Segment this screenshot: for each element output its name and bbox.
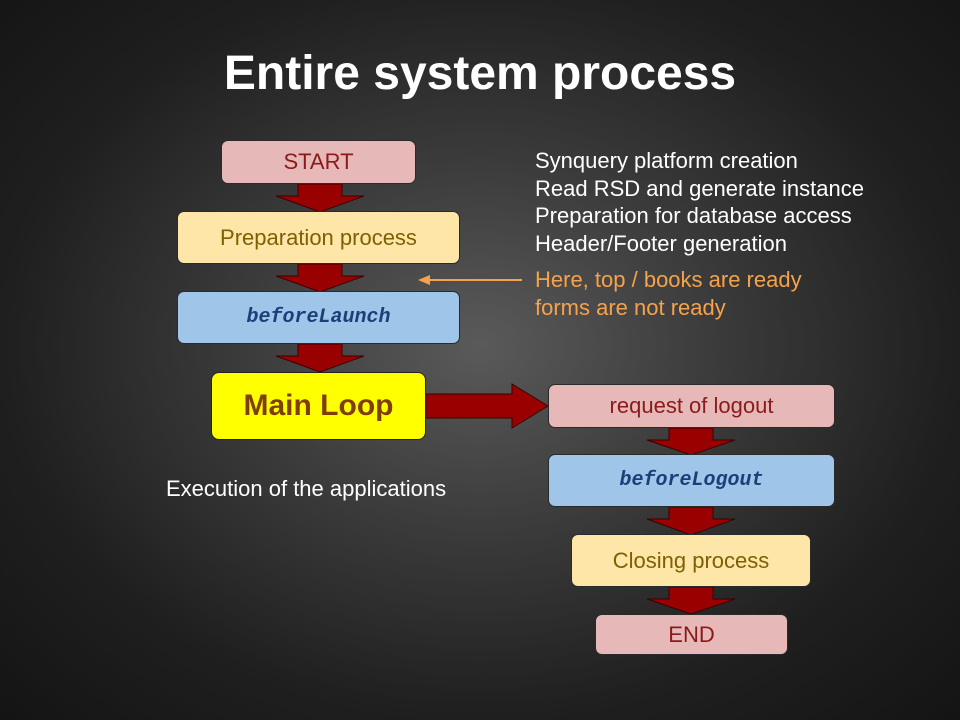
note-line: Header/Footer generation — [535, 230, 787, 256]
arrow-start-to-preparation — [275, 183, 365, 213]
main-loop-box: Main Loop — [211, 372, 426, 440]
start-box: START — [221, 140, 416, 184]
arrow-preparation-to-beforelaunch — [275, 263, 365, 293]
arrow-beforelaunch-to-mainloop — [275, 343, 365, 373]
arrow-closing-to-end — [646, 586, 736, 615]
note-line: Read RSD and generate instance — [535, 175, 864, 201]
before-logout-box: beforeLogout — [548, 454, 835, 507]
execution-note: Execution of the applications — [166, 476, 447, 501]
preparation-process-box: Preparation process — [177, 211, 460, 264]
preparation-steps-note: Synquery platform creation Read RSD and … — [535, 147, 864, 257]
request-of-logout-box: request of logout — [548, 384, 835, 428]
pointer-arrowhead — [418, 275, 430, 285]
end-box: END — [595, 614, 788, 655]
arrow-logout-to-beforelogout — [646, 427, 736, 456]
before-launch-box: beforeLaunch — [177, 291, 460, 344]
ready-note-line: Here, top / books are ready — [535, 267, 802, 292]
note-line: Preparation for database access — [535, 203, 852, 228]
closing-process-box: Closing process — [571, 534, 811, 587]
arrow-beforelogout-to-closing — [646, 506, 736, 536]
note-line: Synquery platform creation — [535, 148, 798, 173]
slide-title: Entire system process — [223, 47, 737, 100]
ready-note-line: forms are not ready — [535, 295, 726, 320]
arrow-mainloop-to-logout — [425, 383, 549, 429]
ready-state-note: Here, top / books are ready forms are no… — [535, 266, 802, 322]
